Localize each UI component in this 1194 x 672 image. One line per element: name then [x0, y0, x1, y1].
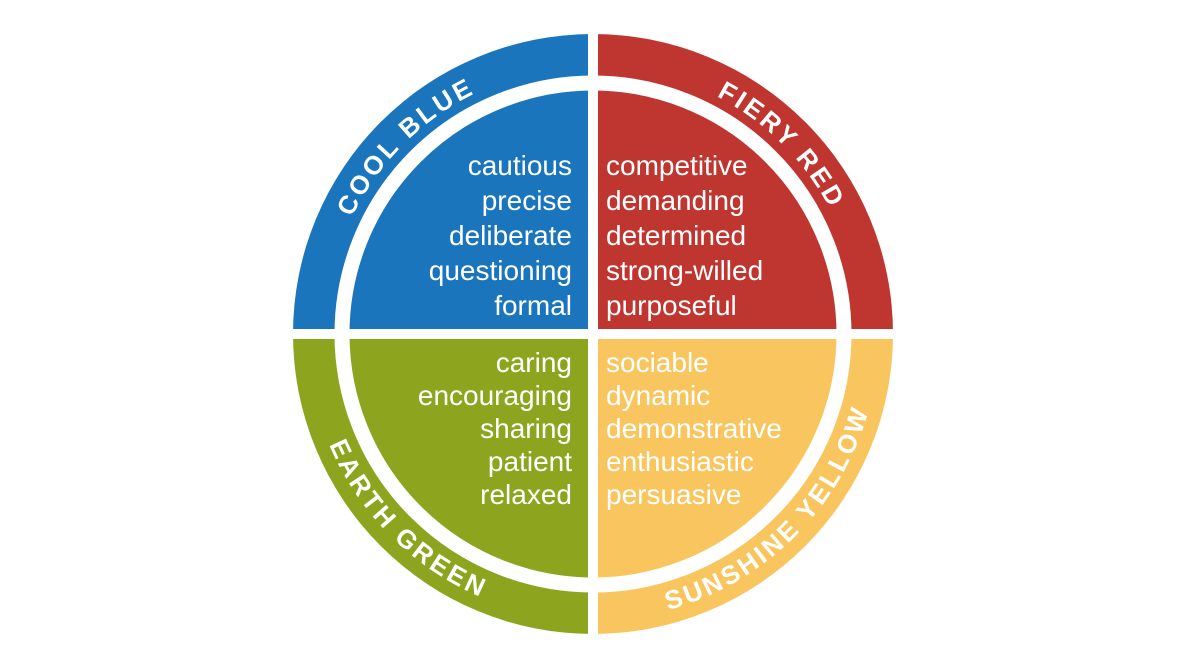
horizontal-divider — [283, 329, 903, 339]
trait-word-sunshine-yellow-4: enthusiastic — [606, 446, 754, 477]
trait-word-cool-blue-4: questioning — [429, 255, 572, 286]
trait-word-earth-green-1: caring — [496, 347, 572, 378]
trait-word-fiery-red-1: competitive — [606, 150, 748, 181]
trait-word-fiery-red-2: demanding — [606, 185, 745, 216]
trait-word-cool-blue-2: precise — [482, 185, 572, 216]
trait-word-sunshine-yellow-5: persuasive — [606, 479, 741, 510]
trait-word-fiery-red-4: strong-willed — [606, 255, 763, 286]
quadrant-cool-blue — [293, 34, 593, 334]
quadrant-sunshine-yellow — [593, 334, 893, 634]
trait-word-sunshine-yellow-1: sociable — [606, 347, 709, 378]
quadrant-fiery-red — [593, 34, 893, 334]
trait-word-earth-green-4: patient — [488, 446, 572, 477]
trait-word-cool-blue-1: cautious — [468, 150, 572, 181]
trait-word-fiery-red-5: purposeful — [606, 290, 737, 321]
quadrant-earth-green — [293, 334, 593, 634]
trait-word-sunshine-yellow-3: demonstrative — [606, 413, 782, 444]
trait-word-earth-green-2: encouraging — [418, 380, 572, 411]
trait-word-earth-green-3: sharing — [480, 413, 572, 444]
trait-word-sunshine-yellow-2: dynamic — [606, 380, 710, 411]
trait-word-cool-blue-5: formal — [494, 290, 572, 321]
trait-word-cool-blue-3: deliberate — [449, 220, 572, 251]
trait-word-fiery-red-3: determined — [606, 220, 746, 251]
trait-word-earth-green-5: relaxed — [480, 479, 572, 510]
